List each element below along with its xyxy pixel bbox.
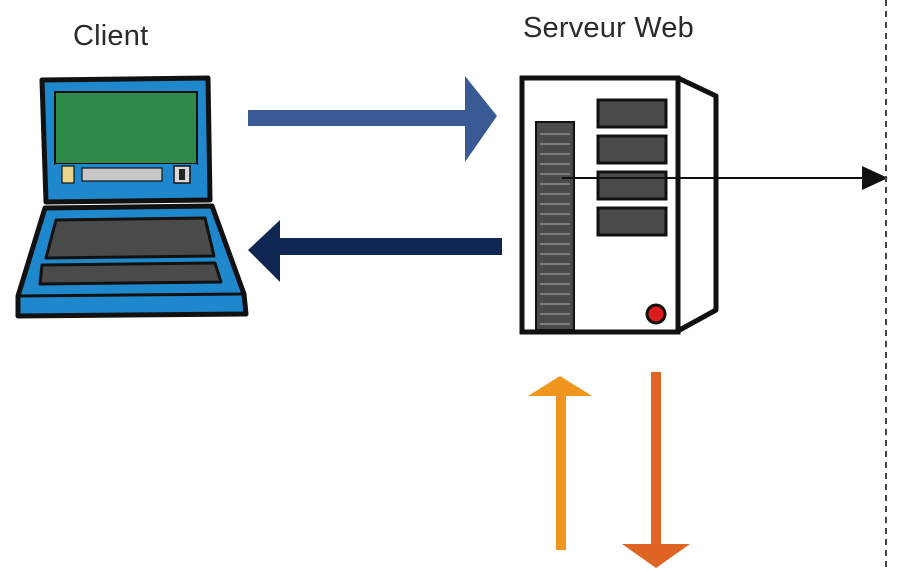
- server-label: Serveur Web: [523, 12, 694, 44]
- laptop-icon: [15, 75, 249, 319]
- outbound-arrow: [562, 166, 888, 190]
- download-arrow: [622, 372, 690, 568]
- request-arrow: [248, 76, 497, 162]
- response-arrow: [248, 220, 502, 282]
- upload-arrow: [528, 376, 592, 550]
- server-tower-icon: [519, 75, 719, 335]
- client-label: Client: [73, 20, 149, 52]
